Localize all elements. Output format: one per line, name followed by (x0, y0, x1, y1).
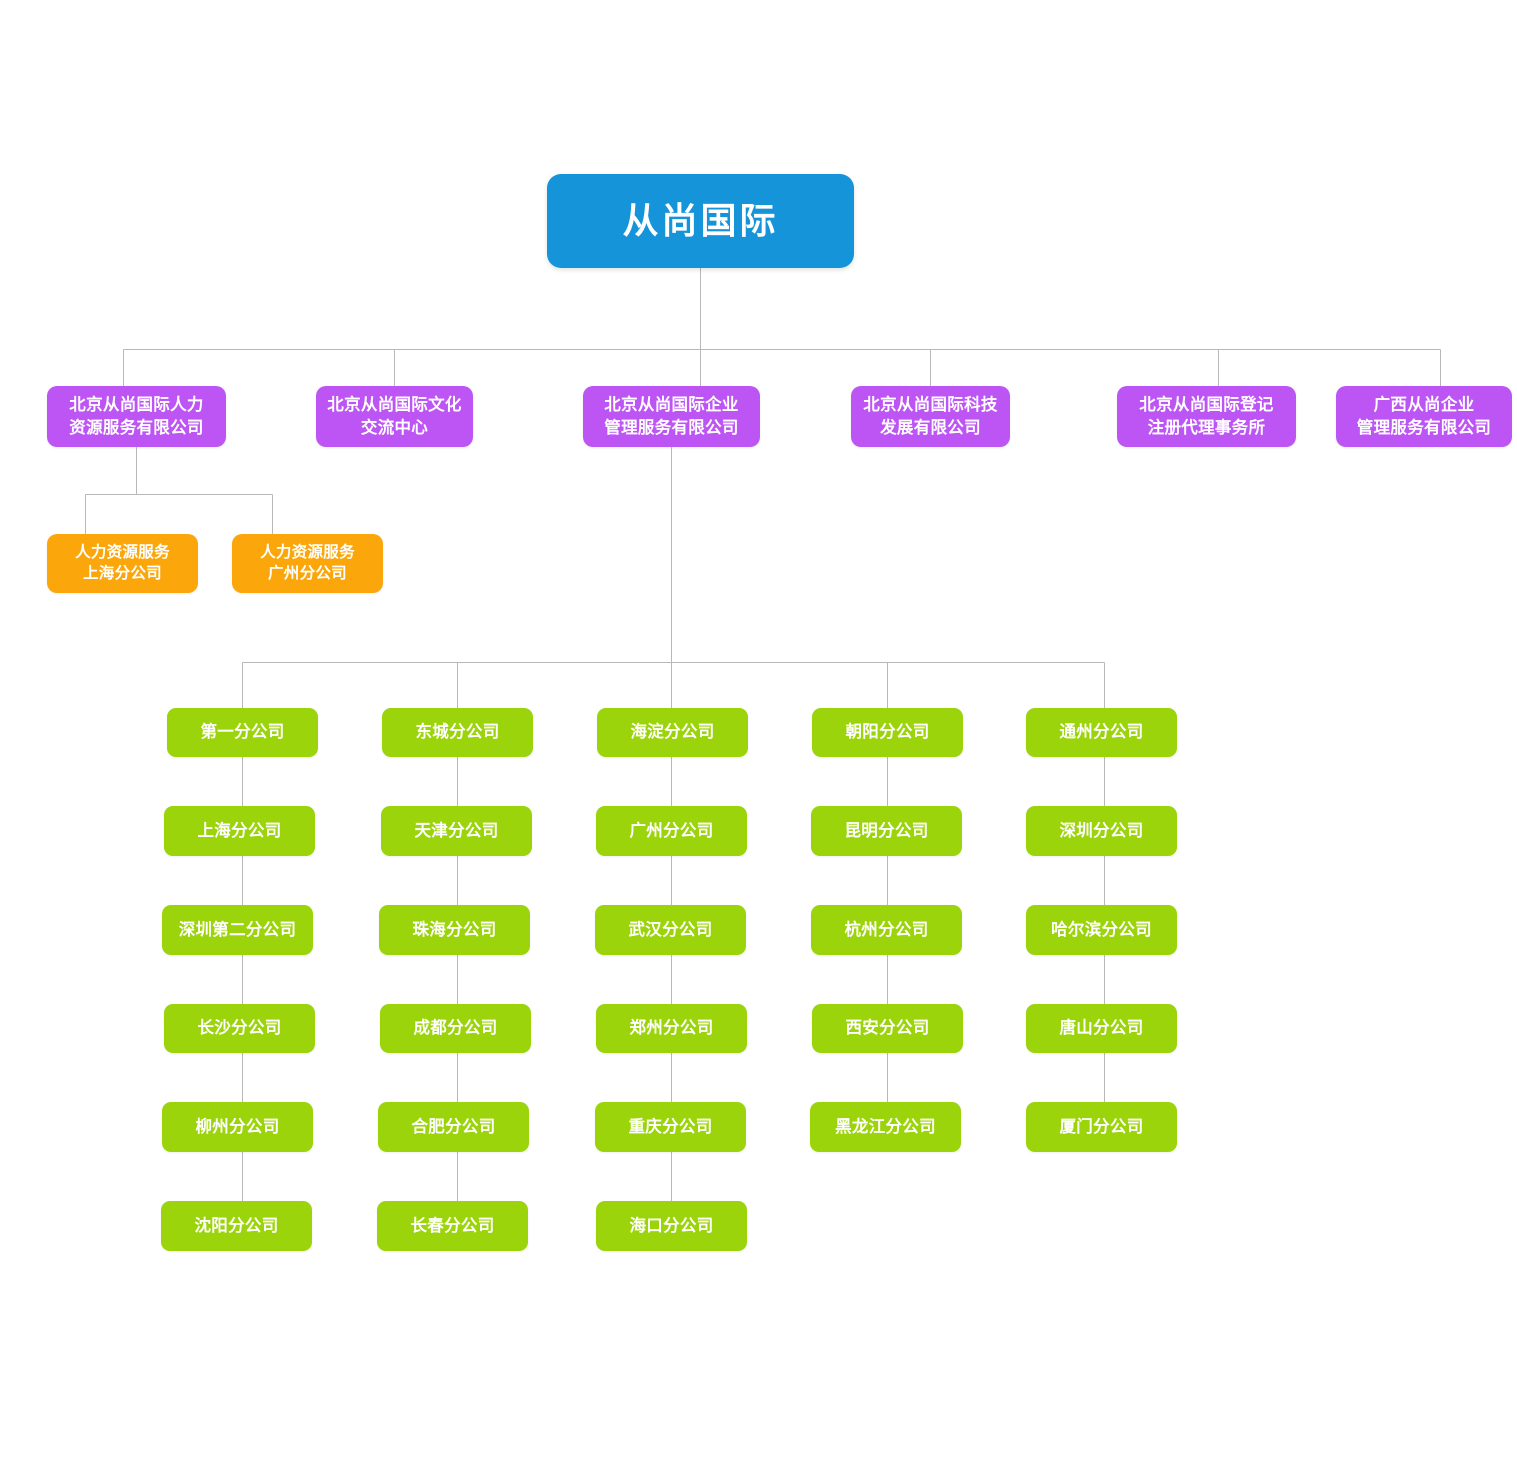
node-label: 广西从尚企业 管理服务有限公司 (1356, 396, 1492, 437)
node-branch-c1-r4[interactable]: 长沙分公司 (164, 1004, 315, 1053)
node-label: 北京从尚国际企业 管理服务有限公司 (604, 396, 739, 437)
node-label: 北京从尚国际科技 发展有限公司 (863, 396, 998, 437)
node-hr-guangzhou[interactable]: 人力资源服务 广州分公司 (232, 534, 383, 593)
node-branch-c4-r3[interactable]: 杭州分公司 (811, 905, 962, 955)
node-level2-hr[interactable]: 北京从尚国际人力 资源服务有限公司 (47, 386, 226, 447)
node-label: 长春分公司 (410, 1216, 495, 1235)
node-branch-c4-r2[interactable]: 昆明分公司 (811, 806, 962, 856)
node-label: 长沙分公司 (197, 1019, 282, 1038)
node-branch-c3-r1[interactable]: 海淀分公司 (597, 708, 748, 757)
node-branch-c5-r5[interactable]: 厦门分公司 (1026, 1102, 1177, 1152)
node-label: 上海分公司 (197, 821, 282, 840)
node-label: 天津分公司 (414, 821, 499, 840)
node-label: 哈尔滨分公司 (1051, 920, 1152, 939)
node-branch-c5-r2[interactable]: 深圳分公司 (1026, 806, 1177, 856)
node-label: 合肥分公司 (411, 1117, 496, 1136)
node-branch-c2-r1[interactable]: 东城分公司 (382, 708, 533, 757)
node-branch-c5-r1[interactable]: 通州分公司 (1026, 708, 1177, 757)
node-label: 北京从尚国际文化 交流中心 (327, 396, 462, 437)
node-branch-c2-r4[interactable]: 成都分公司 (380, 1004, 531, 1053)
node-label: 昆明分公司 (844, 821, 929, 840)
node-label: 深圳第二分公司 (178, 920, 297, 939)
node-branch-c2-r6[interactable]: 长春分公司 (377, 1201, 528, 1251)
node-label: 厦门分公司 (1059, 1117, 1144, 1136)
node-branch-c1-r1[interactable]: 第一分公司 (167, 708, 318, 757)
node-branch-c3-r6[interactable]: 海口分公司 (596, 1201, 747, 1251)
node-branch-c4-r4[interactable]: 西安分公司 (812, 1004, 963, 1053)
node-branch-c1-r5[interactable]: 柳州分公司 (162, 1102, 313, 1152)
node-level2-technology[interactable]: 北京从尚国际科技 发展有限公司 (851, 386, 1010, 447)
node-branch-c1-r2[interactable]: 上海分公司 (164, 806, 315, 856)
node-label: 柳州分公司 (195, 1117, 280, 1136)
node-label: 沈阳分公司 (194, 1216, 279, 1235)
node-label: 东城分公司 (415, 723, 500, 742)
node-branch-c2-r5[interactable]: 合肥分公司 (378, 1102, 529, 1152)
node-level2-enterprise-mgmt[interactable]: 北京从尚国际企业 管理服务有限公司 (583, 386, 760, 447)
node-label: 武汉分公司 (628, 920, 713, 939)
node-root[interactable]: 从尚国际 (547, 174, 854, 268)
node-label: 黑龙江分公司 (835, 1117, 936, 1136)
node-hr-shanghai[interactable]: 人力资源服务 上海分公司 (47, 534, 198, 593)
node-branch-c2-r3[interactable]: 珠海分公司 (379, 905, 530, 955)
node-branch-c1-r6[interactable]: 沈阳分公司 (161, 1201, 312, 1251)
node-branch-c3-r2[interactable]: 广州分公司 (596, 806, 747, 856)
node-level2-culture[interactable]: 北京从尚国际文化 交流中心 (316, 386, 473, 447)
node-label: 重庆分公司 (628, 1117, 713, 1136)
node-label: 人力资源服务 上海分公司 (75, 543, 170, 582)
node-branch-c4-r1[interactable]: 朝阳分公司 (812, 708, 963, 757)
node-label: 杭州分公司 (844, 920, 929, 939)
node-branch-c3-r5[interactable]: 重庆分公司 (595, 1102, 746, 1152)
node-label: 朝阳分公司 (845, 723, 930, 742)
node-branch-c3-r3[interactable]: 武汉分公司 (595, 905, 746, 955)
node-branch-c1-r3[interactable]: 深圳第二分公司 (162, 905, 313, 955)
node-branch-c3-r4[interactable]: 郑州分公司 (596, 1004, 747, 1053)
node-level2-registration-agency[interactable]: 北京从尚国际登记 注册代理事务所 (1117, 386, 1296, 447)
node-label: 第一分公司 (200, 723, 285, 742)
node-branch-c4-r5[interactable]: 黑龙江分公司 (810, 1102, 961, 1152)
node-branch-c2-r2[interactable]: 天津分公司 (381, 806, 532, 856)
node-label: 西安分公司 (845, 1019, 930, 1038)
node-branch-c5-r3[interactable]: 哈尔滨分公司 (1026, 905, 1177, 955)
node-label: 人力资源服务 广州分公司 (260, 543, 355, 582)
node-label: 北京从尚国际人力 资源服务有限公司 (69, 396, 204, 437)
node-label: 海淀分公司 (630, 723, 715, 742)
node-label: 唐山分公司 (1059, 1019, 1144, 1038)
node-label: 海口分公司 (629, 1216, 714, 1235)
node-root-label: 从尚国际 (622, 199, 779, 241)
node-label: 深圳分公司 (1059, 821, 1144, 840)
node-label: 珠海分公司 (412, 920, 497, 939)
node-label: 通州分公司 (1059, 723, 1144, 742)
node-label: 北京从尚国际登记 注册代理事务所 (1139, 396, 1274, 437)
node-label: 成都分公司 (413, 1019, 498, 1038)
node-branch-c5-r4[interactable]: 唐山分公司 (1026, 1004, 1177, 1053)
node-label: 广州分公司 (629, 821, 714, 840)
node-level2-guangxi[interactable]: 广西从尚企业 管理服务有限公司 (1336, 386, 1512, 447)
node-label: 郑州分公司 (629, 1019, 714, 1038)
